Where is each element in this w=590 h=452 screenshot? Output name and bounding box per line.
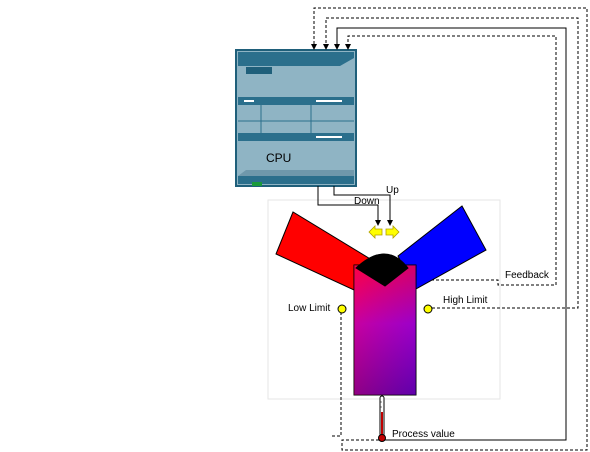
valve-left-arrow (368, 225, 383, 239)
up-wire (333, 186, 391, 222)
process-value-label: Process value (392, 429, 455, 440)
process-value-wire (336, 27, 567, 441)
up-arrowhead (387, 220, 393, 226)
high-limit-loop (325, 17, 579, 309)
cpu-bottom-bevel (238, 170, 354, 176)
mixing-valve[interactable] (355, 253, 409, 287)
cpu-io-bar-bottom (238, 133, 354, 141)
cpu-bottom-bar (238, 176, 354, 184)
valve-right-arrow (385, 225, 400, 239)
input-arrow-3 (334, 44, 340, 50)
mixed-pipe-shade (354, 265, 416, 395)
cpu-io-bar-top (238, 97, 354, 105)
cpu-led-row-3 (316, 136, 342, 138)
input-arrow-4 (345, 44, 351, 50)
cpu-status-led (252, 182, 262, 186)
cpu-label: CPU (266, 151, 291, 165)
low-limit-sensor[interactable] (337, 304, 347, 314)
cpu-top-bevel (238, 52, 354, 66)
down-wire (317, 186, 379, 222)
cpu-led-row-2 (316, 100, 342, 102)
feedback-loop (347, 35, 557, 286)
input-arrow-2 (323, 44, 329, 50)
input-arrow-1 (311, 44, 317, 50)
up-label: Up (386, 185, 399, 196)
high-limit-label: High Limit (443, 295, 488, 306)
cpu-led-row-1 (244, 100, 254, 102)
down-arrowhead (375, 220, 381, 226)
high-limit-sensor[interactable] (423, 304, 433, 314)
low-limit-label: Low Limit (288, 303, 330, 314)
cpu-module[interactable]: CPU (235, 49, 357, 187)
thermometer-icon (378, 395, 386, 442)
cpu-badge (246, 67, 272, 74)
low-limit-loop (331, 312, 342, 437)
down-label: Down (354, 196, 380, 207)
process-value-loop (313, 7, 588, 451)
feedback-label: Feedback (505, 270, 550, 281)
